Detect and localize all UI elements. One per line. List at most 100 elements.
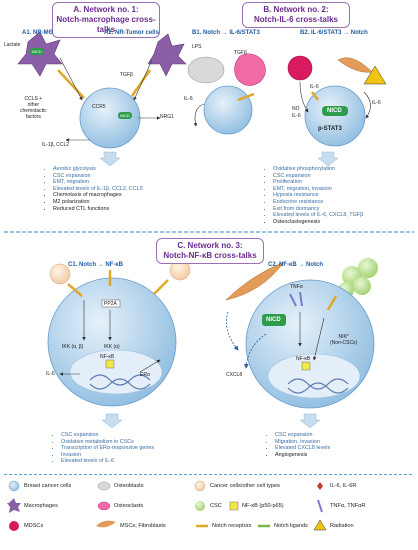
subtitle-c2: C2. NF-κB → Notch [268, 262, 324, 268]
list-item: CSC expansion [275, 432, 330, 439]
label-tgfb-b: TGFβ [234, 50, 247, 56]
list-item: CSC expansion [53, 173, 143, 180]
legend-osteoclast-icon [97, 501, 111, 511]
header-network-a: A. Network no. 1: Notch-macrophage cross… [52, 2, 160, 38]
legend-breast-cancer-label: Breast cancer cells [24, 483, 72, 489]
legend-cancer-other-icon [194, 480, 206, 492]
label-pstat3: p-STAT3 [318, 126, 342, 132]
list-item: Transcription of ERα-responsive genes [61, 445, 154, 452]
legend-macrophage-icon [7, 498, 21, 513]
mdsc-b2 [287, 55, 313, 81]
subtitle-a1: A1. NR-MΘ [22, 30, 54, 36]
cancer-cell-b1 [234, 53, 266, 86]
header-a-line2: Notch-macrophage cross-talks [56, 15, 156, 34]
label-il6-c1: IL-6 [46, 371, 55, 377]
list-item: Elevated levels of IL-6, CXCL8, TGFβ [273, 212, 363, 219]
list-item: EMT, migration [53, 179, 143, 186]
legend-il6-icon [317, 482, 323, 490]
label-ikk-ab: IKK (α, β) [62, 344, 84, 350]
label-pp2a: PP2A [104, 301, 117, 307]
nicd-badge-a1 [30, 48, 44, 55]
label-nicd-a2: NICD [120, 113, 130, 118]
legend-tnfa-label: TNFα, TNFαR [330, 503, 366, 509]
nfkb-marker-c1 [105, 359, 115, 369]
legend-radiation-label: Radiation [330, 523, 354, 529]
label-era: ERα [140, 372, 150, 378]
list-item: Migration, invasion [275, 439, 330, 446]
label-cxcl8: CXCL8 [226, 372, 243, 378]
legend-icons [7, 480, 327, 531]
legend-mscs-label: MSCs; Fibroblasts [120, 523, 166, 529]
label-il1b-ccl2: IL-1β, CCL2 [42, 142, 70, 148]
header-c-line1: C. Network no. 3: [177, 241, 243, 250]
nfkb-marker-c2 [301, 361, 311, 371]
outcome-list-c2: CSC expansion Migration, invasion Elevat… [268, 432, 330, 458]
label-no: NO [292, 106, 300, 112]
legend-osteoblast-icon [97, 481, 111, 491]
radiation-icon-b2 [363, 65, 387, 85]
list-item: M2 polarization [53, 199, 143, 206]
legend-tnfa-icon [317, 499, 323, 513]
label-nicd-c2: NICD [266, 317, 281, 323]
list-item: Reduced CTL functions [53, 206, 143, 213]
subtitle-b2: B2. IL-6/STAT3 → Notch [300, 30, 368, 36]
nicd-badge-a2 [118, 112, 132, 119]
legend-breast-cancer-icon [8, 480, 20, 492]
label-nfkb-c2: NF-κB [296, 356, 311, 362]
list-item: Chemotaxis of macrophages [53, 192, 143, 199]
label-tgfb-a: TGFβ [120, 72, 133, 78]
legend-nfkb-icon [229, 501, 239, 511]
list-item: Endocrine resistance [273, 199, 363, 206]
legend-cancer-other-label: Cancer cells/other cell types [210, 483, 280, 489]
header-c-line2: Notch-NF-κB cross-talks [163, 251, 257, 260]
label-lps: LPS [192, 44, 202, 50]
list-item: Oxidative metabolism in CSCs [61, 439, 154, 446]
legend-mdscs-label: MDSCs [24, 523, 44, 529]
list-item: EMT, migration, invasion [273, 186, 363, 193]
list-item: Angiogenesis [275, 452, 330, 459]
header-network-c: C. Network no. 3: Notch-NF-κB cross-talk… [156, 238, 264, 264]
list-item: CSC expansion [61, 432, 154, 439]
header-network-b: B. Network no. 2: Notch-IL-6 cross-talks [242, 2, 350, 28]
nicd-badge-b2 [322, 106, 348, 116]
osteoblast-b1 [187, 56, 225, 84]
nucleus-c1 [69, 349, 163, 395]
panel-b-diagram [187, 53, 387, 167]
subtitle-b1: B1. Notch → IL-6/STAT3 [192, 30, 260, 36]
header-b-line1: B. Network no. 2: [263, 5, 329, 14]
subtitle-c1: C1. Notch → NF-κB [68, 262, 124, 268]
legend [4, 474, 412, 547]
label-il6-no: IL-6 [292, 113, 301, 119]
label-nicd-b2: NICD [327, 108, 342, 114]
legend-mdsc-icon [9, 521, 19, 531]
label-nicd-a1: NICD [32, 49, 42, 54]
legend-osteoblasts-label: Osteoblasts [114, 483, 144, 489]
label-il6-b1: IL-6 [184, 96, 193, 102]
outcome-list-c1: CSC expansion Oxidative metabolism in CS… [54, 432, 154, 465]
list-item: Elevated levels of IL-6 [61, 458, 154, 465]
list-item: Oxidative phosphorylation [273, 166, 363, 173]
list-item: Hypoxia resistance [273, 192, 363, 199]
list-item: Elevated CXCL8 levels [275, 445, 330, 452]
list-item: Exit from dormancy [273, 206, 363, 213]
panel-a-diagram [17, 31, 187, 167]
label-nrg1: NRG1 [160, 114, 174, 120]
pp2a-box [101, 299, 121, 308]
list-item: CSC expansion [273, 173, 363, 180]
nucleus-c2 [267, 353, 361, 399]
list-item: Invasion [61, 452, 154, 459]
header-a-line1: A. Network no. 1: [73, 5, 139, 14]
list-item: Proliferation [273, 179, 363, 186]
outcome-list-a: Aerobic glycolysis CSC expansion EMT, mi… [46, 166, 143, 212]
fibroblast-b2 [337, 57, 373, 73]
list-item: Osteoclastogenesis [273, 219, 363, 226]
list-item: Elevated levels of IL-1β, CCL2, CCL5 [53, 186, 143, 193]
label-lactate: Lactate [4, 42, 21, 48]
legend-macrophages-label: Macrophages [24, 503, 58, 509]
label-nfkb-c1: NF-κB [100, 354, 115, 360]
subtitle-a2: A2. NR-Tumor cells [104, 30, 159, 36]
panel-c1-diagram [47, 259, 191, 429]
nicd-badge-c2 [262, 314, 286, 326]
breast-cancer-cell-b1 [203, 85, 253, 135]
